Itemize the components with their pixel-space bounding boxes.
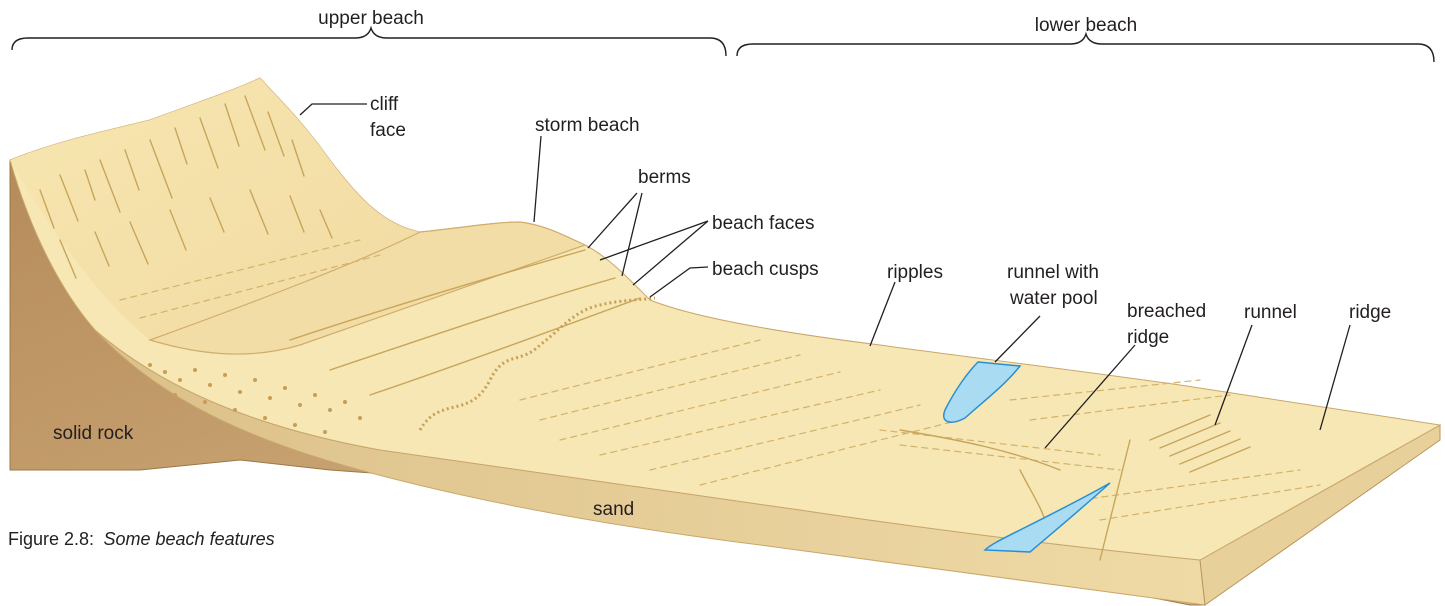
label-storm-beach: storm beach	[535, 115, 640, 136]
label-water-pool: water pool	[1009, 288, 1098, 309]
caption-prefix: Figure 2.8:	[8, 529, 94, 549]
label-solid-rock: solid rock	[53, 423, 134, 444]
label-beach-faces: beach faces	[712, 213, 814, 234]
label-runnel-with: runnel with	[1007, 262, 1099, 283]
label-ridge: ridge	[1349, 302, 1391, 323]
label-breached: breached	[1127, 301, 1206, 322]
leader-berms-1	[588, 193, 637, 248]
label-berms: berms	[638, 167, 691, 188]
label-upper-beach: upper beach	[318, 8, 424, 29]
label-ripples: ripples	[887, 262, 943, 283]
leader-beach-faces-1	[600, 221, 708, 260]
lower-beach-bracket	[737, 34, 1434, 62]
label-cliff: cliff	[370, 94, 399, 115]
caption-text: Some beach features	[104, 529, 275, 549]
label-beach-cusps: beach cusps	[712, 259, 819, 280]
label-runnel: runnel	[1244, 302, 1297, 323]
leader-cliff-face	[300, 104, 367, 115]
label-face: face	[370, 120, 406, 141]
upper-beach-bracket	[12, 28, 726, 56]
leader-beach-cusps	[650, 267, 708, 297]
leader-beach-faces-2	[633, 221, 708, 285]
leader-ripples	[870, 282, 895, 346]
leader-runnel-pool	[995, 316, 1040, 362]
label-breached-ridge: ridge	[1127, 327, 1169, 348]
label-sand: sand	[593, 499, 634, 520]
label-lower-beach: lower beach	[1035, 15, 1137, 36]
leader-storm-beach	[534, 136, 541, 222]
figure-caption: Figure 2.8: Some beach features	[8, 529, 275, 549]
leader-berms-2	[622, 193, 642, 276]
